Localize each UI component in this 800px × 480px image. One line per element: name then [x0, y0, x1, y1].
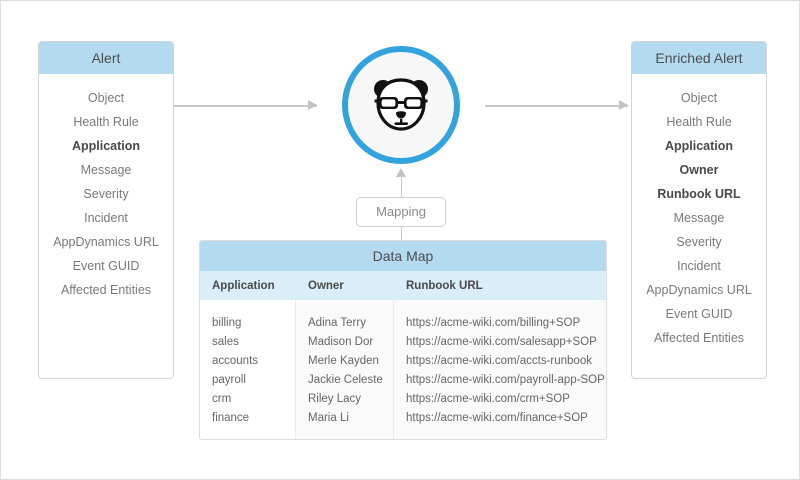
enrichment-engine-circle: [342, 46, 460, 164]
data-map-table: Data Map Application Owner Runbook URL bil…: [199, 240, 607, 440]
data-map-column-header: Application: [212, 279, 275, 292]
data-map-cell-application: finance: [212, 412, 250, 424]
data-map-body: billing sales accounts payroll crm finance Adi…: [200, 300, 606, 439]
enriched-alert-field: Message: [673, 211, 725, 225]
enriched-alert-field: Application: [664, 139, 734, 153]
arrowhead-up-icon: [396, 168, 406, 177]
enriched-alert-field: Runbook URL: [657, 187, 741, 201]
data-map-column-header: Runbook URL: [406, 279, 483, 292]
enriched-alert-field: Incident: [677, 259, 721, 273]
data-map-column: https://acme-wiki.com/billing+SOP https:/…: [394, 300, 606, 439]
enriched-alert-field: Health Rule: [666, 115, 732, 129]
data-map-column-headers: Application Owner Runbook URL: [200, 271, 606, 300]
alert-field: Health Rule: [73, 115, 139, 129]
data-map-cell-runbook-url: https://acme-wiki.com/billing+SOP: [406, 317, 581, 329]
arrowhead-right-icon: [619, 100, 628, 110]
alert-field: Object: [87, 91, 125, 105]
connector-datamap-to-mapping: [400, 227, 402, 241]
connector-engine-to-enriched: [485, 105, 628, 107]
data-map-cell-runbook-url: https://acme-wiki.com/crm+SOP: [406, 393, 570, 405]
enriched-alert-card-title: Enriched Alert: [632, 42, 766, 74]
data-map-cell-runbook-url: https://acme-wiki.com/salesapp+SOP: [406, 336, 597, 348]
enriched-alert-field: AppDynamics URL: [646, 283, 752, 297]
data-map-cell-owner: Maria Li: [308, 412, 349, 424]
alert-field: Message: [80, 163, 132, 177]
data-map-cell-runbook-url: https://acme-wiki.com/accts-runbook: [406, 355, 592, 367]
enriched-alert-field: Object: [680, 91, 718, 105]
alert-field: Affected Entities: [60, 283, 152, 297]
data-map-cell-application: sales: [212, 336, 239, 348]
data-map-cell-runbook-url: https://acme-wiki.com/payroll-app-SOP: [406, 374, 605, 386]
enriched-alert-field: Severity: [676, 235, 722, 249]
connector-mapping-to-engine: [400, 175, 402, 197]
panda-logo-icon: [374, 78, 428, 131]
data-map-cell-owner: Merle Kayden: [308, 355, 379, 367]
data-map-cell-owner: Adina Terry: [308, 317, 366, 329]
data-map-cell-application: billing: [212, 317, 242, 329]
data-map-column: billing sales accounts payroll crm finance: [200, 300, 296, 439]
alert-field: Application: [71, 139, 141, 153]
data-map-cell-owner: Jackie Celeste: [308, 374, 383, 386]
data-map-title: Data Map: [200, 241, 606, 271]
connector-alert-to-engine: [174, 105, 317, 107]
arrowhead-right-icon: [308, 100, 317, 110]
data-map-cell-application: payroll: [212, 374, 246, 386]
data-map-column-header: Owner: [308, 279, 344, 292]
alert-field: Event GUID: [72, 259, 140, 273]
alert-field: Severity: [83, 187, 129, 201]
data-map-cell-application: crm: [212, 393, 232, 405]
enriched-alert-field: Owner: [679, 163, 719, 177]
enriched-alert-field: Event GUID: [665, 307, 733, 321]
alert-field: Incident: [84, 211, 128, 225]
mapping-label-box: Mapping: [356, 197, 446, 227]
alert-field: AppDynamics URL: [53, 235, 159, 249]
data-map-cell-owner: Madison Dor: [308, 336, 374, 348]
data-map-cell-runbook-url: https://acme-wiki.com/finance+SOP: [406, 412, 588, 424]
alert-card-title: Alert: [39, 42, 173, 74]
data-map-cell-owner: Riley Lacy: [308, 393, 362, 405]
data-map-cell-application: accounts: [212, 355, 259, 367]
enriched-alert-field: Affected Entities: [653, 331, 745, 345]
